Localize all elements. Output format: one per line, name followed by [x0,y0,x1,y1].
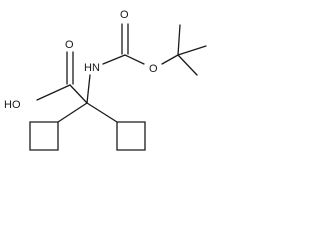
bond-carbonyl-ester-o [124,54,145,65]
bond-acid-c-oh [36,84,71,101]
label-carbamate-carbonyl-oxygen: O [120,9,129,21]
bond-alpha-left-ring [57,102,88,123]
structure-diagram: HO O HN O O [4,9,207,151]
bond-tbu-methyl-bottom [177,54,198,76]
bond-alpha-n [86,74,91,104]
bond-alpha-right-ring [86,102,118,123]
bond-tbu-methyl-right [177,45,207,56]
label-amine: HN [84,62,100,74]
label-acid-carbonyl-oxygen: O [65,39,74,51]
label-hydroxyl: HO [4,99,21,111]
bond-n-carbonyl [102,54,126,65]
carbamate-group [102,23,179,65]
label-ester-oxygen: O [149,63,158,75]
bond-tbu-methyl-top [177,24,181,56]
bond-acid-c-alpha [69,84,88,104]
tert-butyl-group [177,24,207,76]
bond-ester-o-tbu [161,54,179,65]
carboxylic-acid-group [36,51,88,104]
cyclobutyl-ring-left [29,121,59,151]
cyclobutyl-ring-right [116,121,146,151]
